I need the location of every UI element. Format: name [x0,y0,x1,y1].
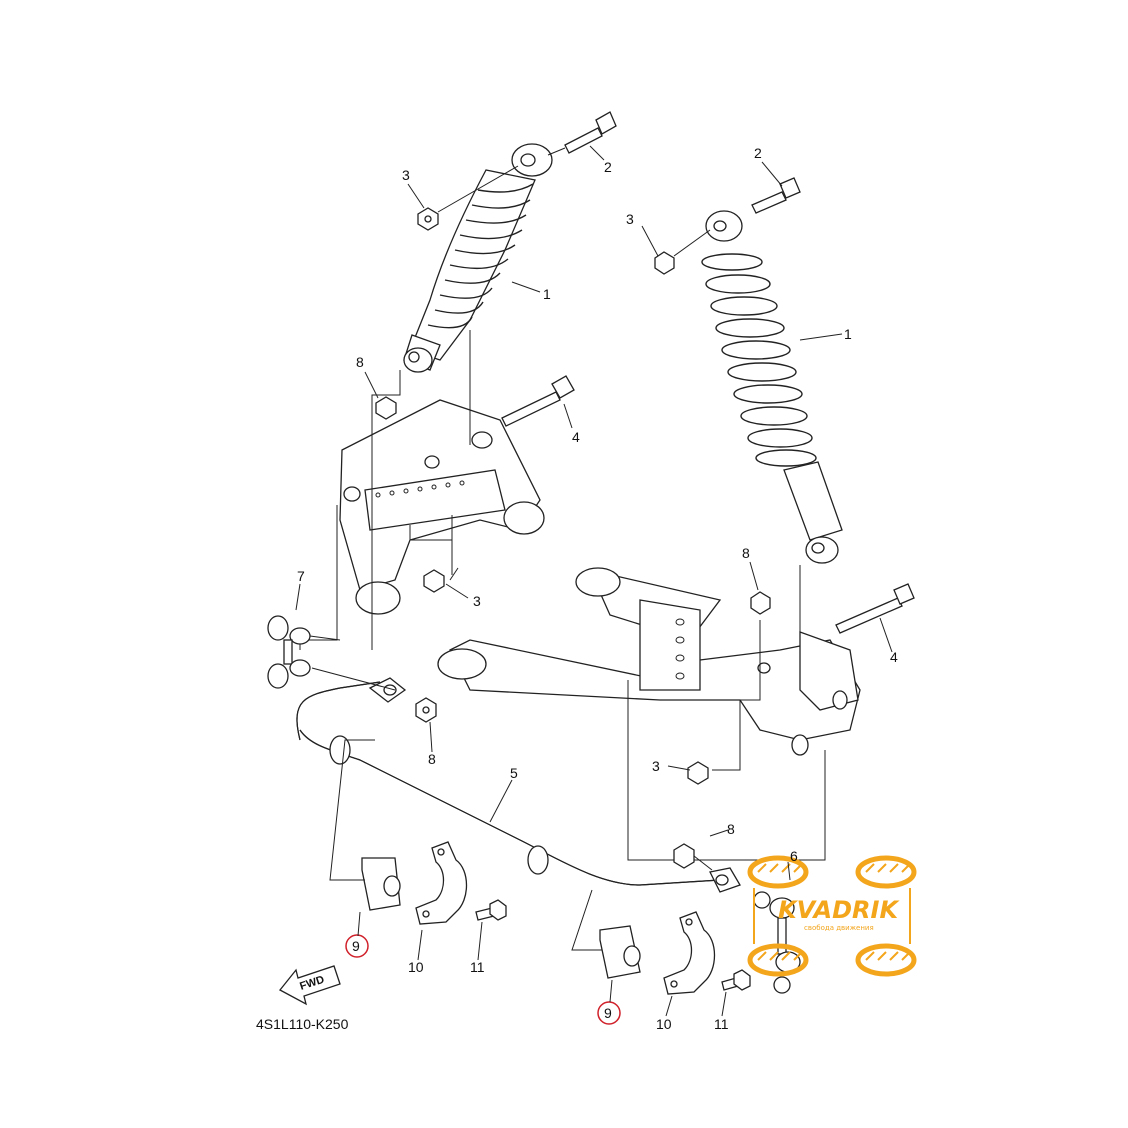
part-label-2: 2 [604,159,612,175]
part-label-11: 11 [714,1016,729,1032]
left-nut-8 [375,396,397,420]
part-label-1: 1 [543,286,551,302]
bar-nut-8-right [673,843,713,871]
part-label-2: 2 [754,145,762,161]
part-label-10: 10 [656,1016,672,1032]
part-label-8: 8 [727,821,735,837]
diagram-code: 4S1L110-K250 [256,1016,349,1032]
logo-tire-bottom-right [855,943,917,977]
part-label-9: 9 [352,938,360,954]
bolt-11-right [721,969,751,991]
bolt-11-left [475,899,507,921]
label-leaders [295,145,893,1017]
part-labels: 2 3 1 8 4 3 7 8 5 2 3 1 8 4 3 8 6 9 10 1… [297,145,898,1032]
stabilizer-link-7 [267,615,396,691]
kvadrik-logo: KVADRIK свобода движения [747,855,917,977]
part-label-4: 4 [572,429,580,445]
right-nut-8 [750,591,771,615]
part-label-10: 10 [408,959,424,975]
part-label-1: 1 [844,326,852,342]
fwd-arrow-icon: FWD [279,965,341,1006]
part-label-9: 9 [604,1005,612,1021]
part-label-8: 8 [742,545,750,561]
part-label-4: 4 [890,649,898,665]
highlight-9-left [345,934,369,958]
part-label-3: 3 [652,758,660,774]
left-bolt-4 [501,375,575,427]
highlight-9-right [597,1001,621,1025]
right-bolt-2 [751,177,801,214]
right-lower-nut-3 [687,761,709,785]
left-bolt-2 [547,111,617,156]
clamp-10-right [663,911,716,995]
bushing-9-left [329,739,401,911]
right-a-arm [437,567,861,756]
part-label-7: 7 [297,568,305,584]
right-top-nut-3 [654,229,711,275]
stabilizer-link-6 [753,891,801,994]
logo-tagline: свобода движения [804,924,874,932]
left-leader-lines [299,330,471,650]
bar-nut-8-left [415,697,437,723]
part-label-8: 8 [428,751,436,767]
part-label-6: 6 [790,848,798,864]
right-shock-absorber [701,210,843,564]
part-label-11: 11 [470,959,485,975]
part-label-3: 3 [402,167,410,183]
bushing-9-right [571,889,641,979]
right-bolt-4 [835,583,915,634]
left-lower-nut-3 [423,567,459,593]
part-label-8: 8 [356,354,364,370]
left-shock-absorber [403,143,553,373]
left-top-nut-3 [417,165,519,231]
logo-tire-top-right [855,855,917,889]
logo-tire-top-left [747,855,809,889]
logo-tire-bottom-left [747,943,809,977]
part-label-3: 3 [626,211,634,227]
part-label-5: 5 [510,765,518,781]
left-a-arm [339,399,545,615]
right-leader-lines [627,565,826,861]
part-label-3: 3 [473,593,481,609]
clamp-10-left [415,841,468,925]
logo-text: KVADRIK [778,896,900,924]
